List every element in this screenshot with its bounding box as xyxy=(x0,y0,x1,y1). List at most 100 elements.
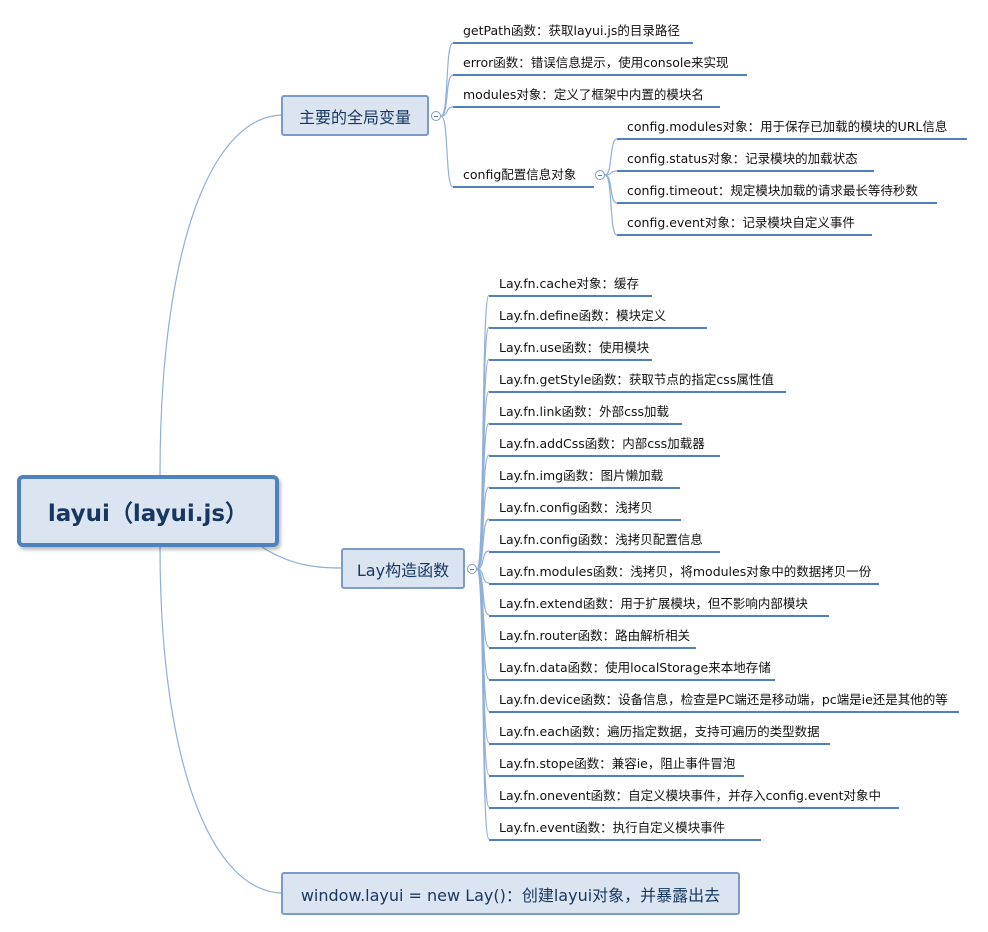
leaf-label: Lay.fn.modules函数：浅拷贝，将modules对象中的数据拷贝一份 xyxy=(499,564,872,579)
leaf-underline xyxy=(489,391,786,393)
leaf-lay-fn-2[interactable]: Lay.fn.use函数：使用模块 xyxy=(499,340,649,356)
leaf-underline xyxy=(489,327,707,329)
connector-central-to-window-layui xyxy=(159,546,282,894)
leaf-label: config配置信息对象 xyxy=(463,167,577,182)
leaf-lay-fn-16[interactable]: Lay.fn.onevent函数：自定义模块事件，并存入config.event… xyxy=(499,788,881,804)
leaf-label: Lay.fn.config函数：浅拷贝配置信息 xyxy=(499,532,703,547)
collapse-toggle-lay-constructor[interactable] xyxy=(467,564,477,574)
leaf-lay-fn-15[interactable]: Lay.fn.stope函数：兼容ie，阻止事件冒泡 xyxy=(499,756,735,772)
leaf-underline xyxy=(489,519,681,521)
leaf-lay-fn-14[interactable]: Lay.fn.each函数：遍历指定数据，支持可遍历的类型数据 xyxy=(499,724,820,740)
collapse-toggle-global-variables[interactable] xyxy=(431,111,441,121)
leaf-lay-fn-1[interactable]: Lay.fn.define函数：模块定义 xyxy=(499,308,666,324)
leaf-underline xyxy=(489,583,879,585)
leaf-lay-fn-17[interactable]: Lay.fn.event函数：执行自定义模块事件 xyxy=(499,820,725,836)
leaf-label: Lay.fn.event函数：执行自定义模块事件 xyxy=(499,820,726,835)
leaf-label: Lay.fn.config函数：浅拷贝 xyxy=(499,500,653,515)
leaf-label: Lay.fn.use函数：使用模块 xyxy=(499,340,650,355)
leaf-lay-fn-8[interactable]: Lay.fn.config函数：浅拷贝配置信息 xyxy=(499,532,703,548)
leaf-error[interactable]: error函数：错误信息提示，使用console来实现 xyxy=(463,55,729,71)
leaf-label: Lay.fn.cache对象：缓存 xyxy=(499,276,640,291)
connector-config-child-0 xyxy=(604,138,618,176)
leaf-config-event[interactable]: config.event对象：记录模块自定义事件 xyxy=(627,215,855,231)
leaf-label: config.status对象：记录模块的加载状态 xyxy=(627,151,858,166)
connector-lay-child-17 xyxy=(476,568,490,840)
leaf-label: Lay.fn.define函数：模块定义 xyxy=(499,308,667,323)
leaf-label: Lay.fn.getStyle函数：获取节点的指定css属性值 xyxy=(499,372,774,387)
leaf-lay-fn-9[interactable]: Lay.fn.modules函数：浅拷贝，将modules对象中的数据拷贝一份 xyxy=(499,564,871,580)
connector-lay-child-7 xyxy=(476,518,490,570)
leaf-underline xyxy=(617,170,874,172)
leaf-lay-fn-3[interactable]: Lay.fn.getStyle函数：获取节点的指定css属性值 xyxy=(499,372,774,388)
leaf-underline xyxy=(617,234,872,236)
leaf-label: Lay.fn.onevent函数：自定义模块事件，并存入config.event… xyxy=(499,788,882,803)
leaf-label: config.event对象：记录模块自定义事件 xyxy=(627,215,855,230)
leaf-underline xyxy=(453,74,747,76)
leaf-underline xyxy=(489,295,652,297)
connector-central-to-global-variables xyxy=(159,114,282,476)
leaf-underline xyxy=(489,743,830,745)
leaf-lay-fn-12[interactable]: Lay.fn.data函数：使用localStorage来本地存储 xyxy=(499,660,771,676)
leaf-underline xyxy=(453,186,594,188)
topic-window-layui-label: window.layui = new Lay()：创建layui对象，并暴露出去 xyxy=(300,885,721,905)
leaf-underline xyxy=(489,423,682,425)
leaf-underline xyxy=(489,551,720,553)
leaf-label: config.timeout：规定模块加载的请求最长等待秒数 xyxy=(627,183,918,198)
leaf-config-status[interactable]: config.status对象：记录模块的加载状态 xyxy=(627,151,858,167)
leaf-label: Lay.fn.router函数：路由解析相关 xyxy=(499,628,691,643)
leaf-modules[interactable]: modules对象：定义了框架中内置的模块名 xyxy=(463,87,704,103)
topic-lay-constructor[interactable]: Lay构造函数 xyxy=(341,548,465,589)
leaf-label: error函数：错误信息提示，使用console来实现 xyxy=(463,55,729,70)
leaf-label: Lay.fn.addCss函数：内部css加载器 xyxy=(499,436,705,451)
connector-global-child-3 xyxy=(440,115,454,188)
topic-global-variables-label: 主要的全局变量 xyxy=(298,107,411,127)
connector-global-child-2 xyxy=(440,106,454,117)
leaf-label: getPath函数：获取layui.js的目录路径 xyxy=(463,23,680,38)
leaf-underline xyxy=(489,839,761,841)
leaf-underline xyxy=(617,138,967,140)
leaf-label: Lay.fn.each函数：遍历指定数据，支持可遍历的类型数据 xyxy=(499,724,820,739)
connector-central-to-lay xyxy=(261,546,342,569)
topic-global-variables[interactable]: 主要的全局变量 xyxy=(281,95,429,136)
leaf-label: Lay.fn.link函数：外部css加载 xyxy=(499,404,670,419)
leaf-label: Lay.fn.stope函数：兼容ie，阻止事件冒泡 xyxy=(499,756,736,771)
leaf-underline xyxy=(453,106,720,108)
connector-config-child-1 xyxy=(604,170,618,176)
leaf-config-timeout[interactable]: config.timeout：规定模块加载的请求最长等待秒数 xyxy=(627,183,918,199)
leaf-label: Lay.fn.device函数：设备信息，检查是PC端还是移动端，pc端是ie还… xyxy=(499,692,948,707)
connector-global-child-0 xyxy=(440,42,454,117)
topic-window-layui[interactable]: window.layui = new Lay()：创建layui对象，并暴露出去 xyxy=(281,872,740,915)
leaf-underline xyxy=(489,615,829,617)
leaf-config-modules[interactable]: config.modules对象：用于保存已加载的模块的URL信息 xyxy=(627,119,947,135)
connector-config-child-3 xyxy=(604,174,618,236)
leaf-underline xyxy=(489,455,720,457)
leaf-lay-fn-4[interactable]: Lay.fn.link函数：外部css加载 xyxy=(499,404,669,420)
leaf-config[interactable]: config配置信息对象 xyxy=(463,167,576,183)
leaf-label: config.modules对象：用于保存已加载的模块的URL信息 xyxy=(627,119,948,134)
leaf-lay-fn-11[interactable]: Lay.fn.router函数：路由解析相关 xyxy=(499,628,690,644)
leaf-underline xyxy=(617,202,937,204)
leaf-lay-fn-7[interactable]: Lay.fn.config函数：浅拷贝 xyxy=(499,500,653,516)
leaf-label: modules对象：定义了框架中内置的模块名 xyxy=(463,87,704,102)
leaf-label: Lay.fn.data函数：使用localStorage来本地存储 xyxy=(499,660,771,675)
central-topic[interactable]: layui（layui.js） xyxy=(17,475,279,547)
leaf-lay-fn-10[interactable]: Lay.fn.extend函数：用于扩展模块，但不影响内部模块 xyxy=(499,596,808,612)
connector-lay-child-8 xyxy=(476,550,490,570)
leaf-underline xyxy=(489,487,680,489)
leaf-underline xyxy=(489,647,696,649)
leaf-underline xyxy=(489,679,775,681)
leaf-underline xyxy=(489,807,899,809)
leaf-lay-fn-0[interactable]: Lay.fn.cache对象：缓存 xyxy=(499,276,639,292)
topic-lay-constructor-label: Lay构造函数 xyxy=(356,560,450,580)
leaf-lay-fn-5[interactable]: Lay.fn.addCss函数：内部css加载器 xyxy=(499,436,705,452)
leaf-getpath[interactable]: getPath函数：获取layui.js的目录路径 xyxy=(463,23,680,39)
leaf-lay-fn-13[interactable]: Lay.fn.device函数：设备信息，检查是PC端还是移动端，pc端是ie还… xyxy=(499,692,948,708)
collapse-toggle-config[interactable] xyxy=(595,170,605,180)
leaf-label: Lay.fn.img函数：图片懒加载 xyxy=(499,468,664,483)
leaf-underline xyxy=(489,711,959,713)
leaf-underline xyxy=(453,42,693,44)
leaf-label: Lay.fn.extend函数：用于扩展模块，但不影响内部模块 xyxy=(499,596,808,611)
central-topic-label: layui（layui.js） xyxy=(47,501,249,527)
leaf-lay-fn-6[interactable]: Lay.fn.img函数：图片懒加载 xyxy=(499,468,663,484)
